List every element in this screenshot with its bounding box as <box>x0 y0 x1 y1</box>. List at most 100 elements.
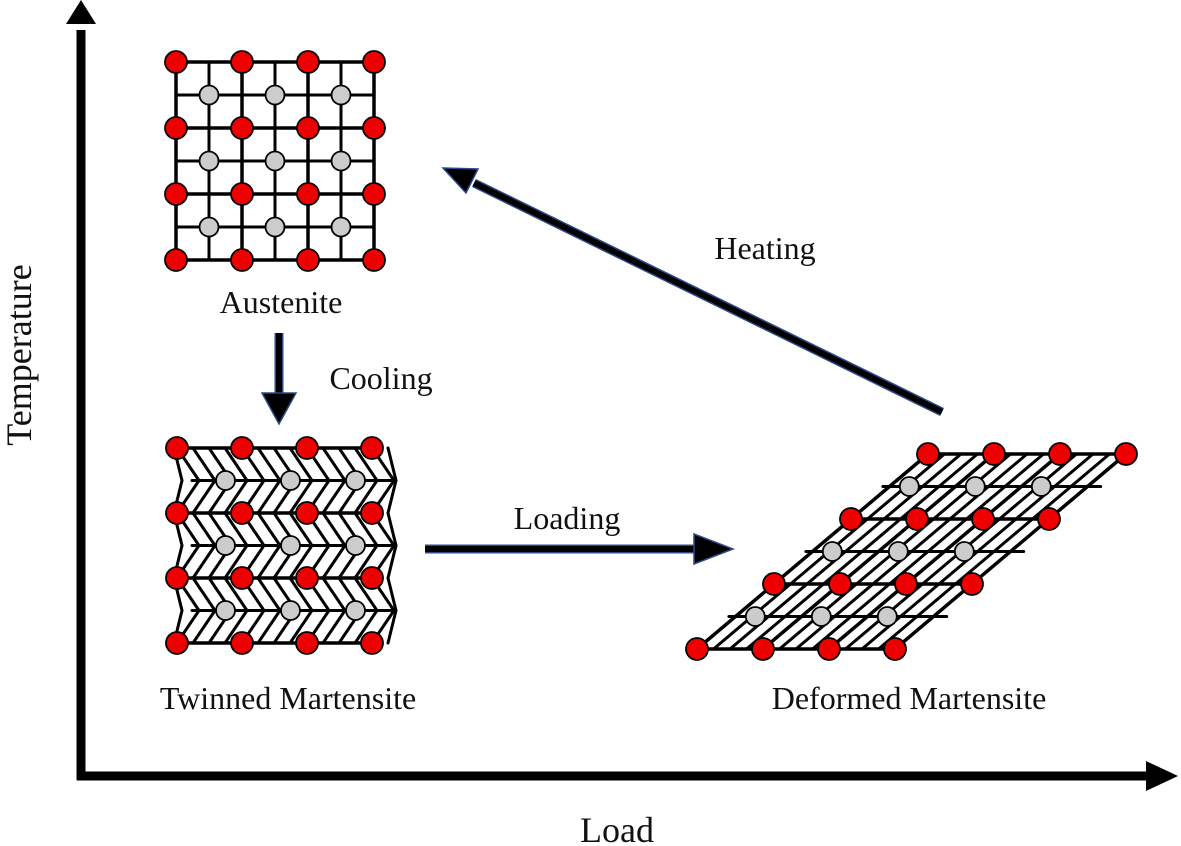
bond-line <box>353 511 379 547</box>
primary-atom <box>839 507 863 531</box>
bond-line <box>191 576 217 612</box>
secondary-atom <box>330 216 352 238</box>
primary-atom <box>360 631 384 655</box>
primary-atom <box>230 566 254 590</box>
primary-atom <box>230 501 254 525</box>
bond-line <box>321 609 347 645</box>
bond-line <box>386 544 398 580</box>
primary-atom <box>230 116 254 140</box>
bond-line <box>386 576 398 612</box>
primary-atom <box>165 436 189 460</box>
x-axis-arrowhead <box>1146 761 1178 791</box>
primary-atom <box>883 637 907 661</box>
bond-line <box>353 609 379 645</box>
cooling-label: Cooling <box>329 360 432 396</box>
primary-atom <box>296 182 320 206</box>
deformed-martensite-lattice <box>685 442 1138 661</box>
primary-atom <box>1048 442 1072 466</box>
primary-atom <box>916 442 940 466</box>
bond-line <box>256 511 282 547</box>
x-axis-label: Load <box>580 810 654 846</box>
bond-line <box>386 479 398 515</box>
secondary-atom <box>330 150 352 172</box>
primary-atom <box>165 566 189 590</box>
bond-line <box>860 452 1095 651</box>
secondary-atom <box>898 476 920 497</box>
bond-line <box>288 446 314 482</box>
primary-atom <box>1114 442 1138 466</box>
secondary-atom <box>280 535 301 556</box>
primary-atom <box>894 572 918 596</box>
secondary-atom <box>744 606 766 627</box>
primary-atom <box>362 116 386 140</box>
bond-line <box>877 452 1111 651</box>
primary-atom <box>905 507 929 531</box>
bond-line <box>191 511 217 547</box>
cooling-arrow <box>260 333 298 426</box>
secondary-atom <box>264 216 286 238</box>
primary-atom <box>360 436 384 460</box>
secondary-atom <box>198 84 220 106</box>
secondary-atom <box>215 535 236 556</box>
primary-atom <box>230 631 254 655</box>
bond-line <box>256 544 282 580</box>
bond-line <box>761 452 996 651</box>
primary-atom <box>165 501 189 525</box>
primary-atom <box>1037 507 1061 531</box>
secondary-atom <box>1030 476 1052 497</box>
loading-label: Loading <box>514 500 621 536</box>
austenite-label: Austenite <box>220 284 343 320</box>
primary-atom <box>982 442 1006 466</box>
bond-line <box>321 511 347 547</box>
bond-line <box>353 544 379 580</box>
primary-atom <box>362 50 386 74</box>
primary-atom <box>685 637 709 661</box>
primary-atom <box>817 637 841 661</box>
primary-atom <box>960 572 984 596</box>
bond-line <box>695 452 930 651</box>
deformed-martensite-label: Deformed Martensite <box>772 680 1047 716</box>
bond-line <box>827 452 1062 651</box>
bond-line <box>386 609 398 645</box>
secondary-atom <box>264 150 286 172</box>
bond-line <box>191 544 217 580</box>
bond-line <box>191 446 217 482</box>
primary-atom <box>164 182 188 206</box>
bond-line <box>191 609 217 645</box>
bond-line <box>256 446 282 482</box>
secondary-atom <box>215 600 236 621</box>
primary-atom <box>295 501 319 525</box>
primary-atom <box>295 631 319 655</box>
heating-label: Heating <box>714 230 815 266</box>
bond-line <box>256 576 282 612</box>
primary-atom <box>296 248 320 272</box>
bond-line <box>288 544 314 580</box>
twinned-martensite-lattice <box>165 436 398 655</box>
bond-line <box>745 452 979 651</box>
bond-line <box>223 479 249 515</box>
bond-line <box>794 452 1029 651</box>
secondary-atom <box>280 600 301 621</box>
secondary-atom <box>964 476 986 497</box>
primary-atom <box>164 248 188 272</box>
bond-line <box>288 511 314 547</box>
primary-atom <box>165 631 189 655</box>
primary-atom <box>360 566 384 590</box>
bond-line <box>321 544 347 580</box>
primary-atom <box>230 436 254 460</box>
secondary-atom <box>887 541 909 562</box>
bond-line <box>353 446 379 482</box>
secondary-atom <box>280 470 301 491</box>
heating-arrow <box>441 167 944 417</box>
secondary-atom <box>821 541 843 562</box>
austenite-lattice <box>164 50 386 272</box>
secondary-atom <box>330 84 352 106</box>
bond-line <box>288 479 314 515</box>
bond-line <box>223 446 249 482</box>
primary-atom <box>751 637 775 661</box>
bond-line <box>288 576 314 612</box>
secondary-atom <box>345 470 366 491</box>
primary-atom <box>828 572 852 596</box>
bond-line <box>256 479 282 515</box>
secondary-atom <box>810 606 832 627</box>
